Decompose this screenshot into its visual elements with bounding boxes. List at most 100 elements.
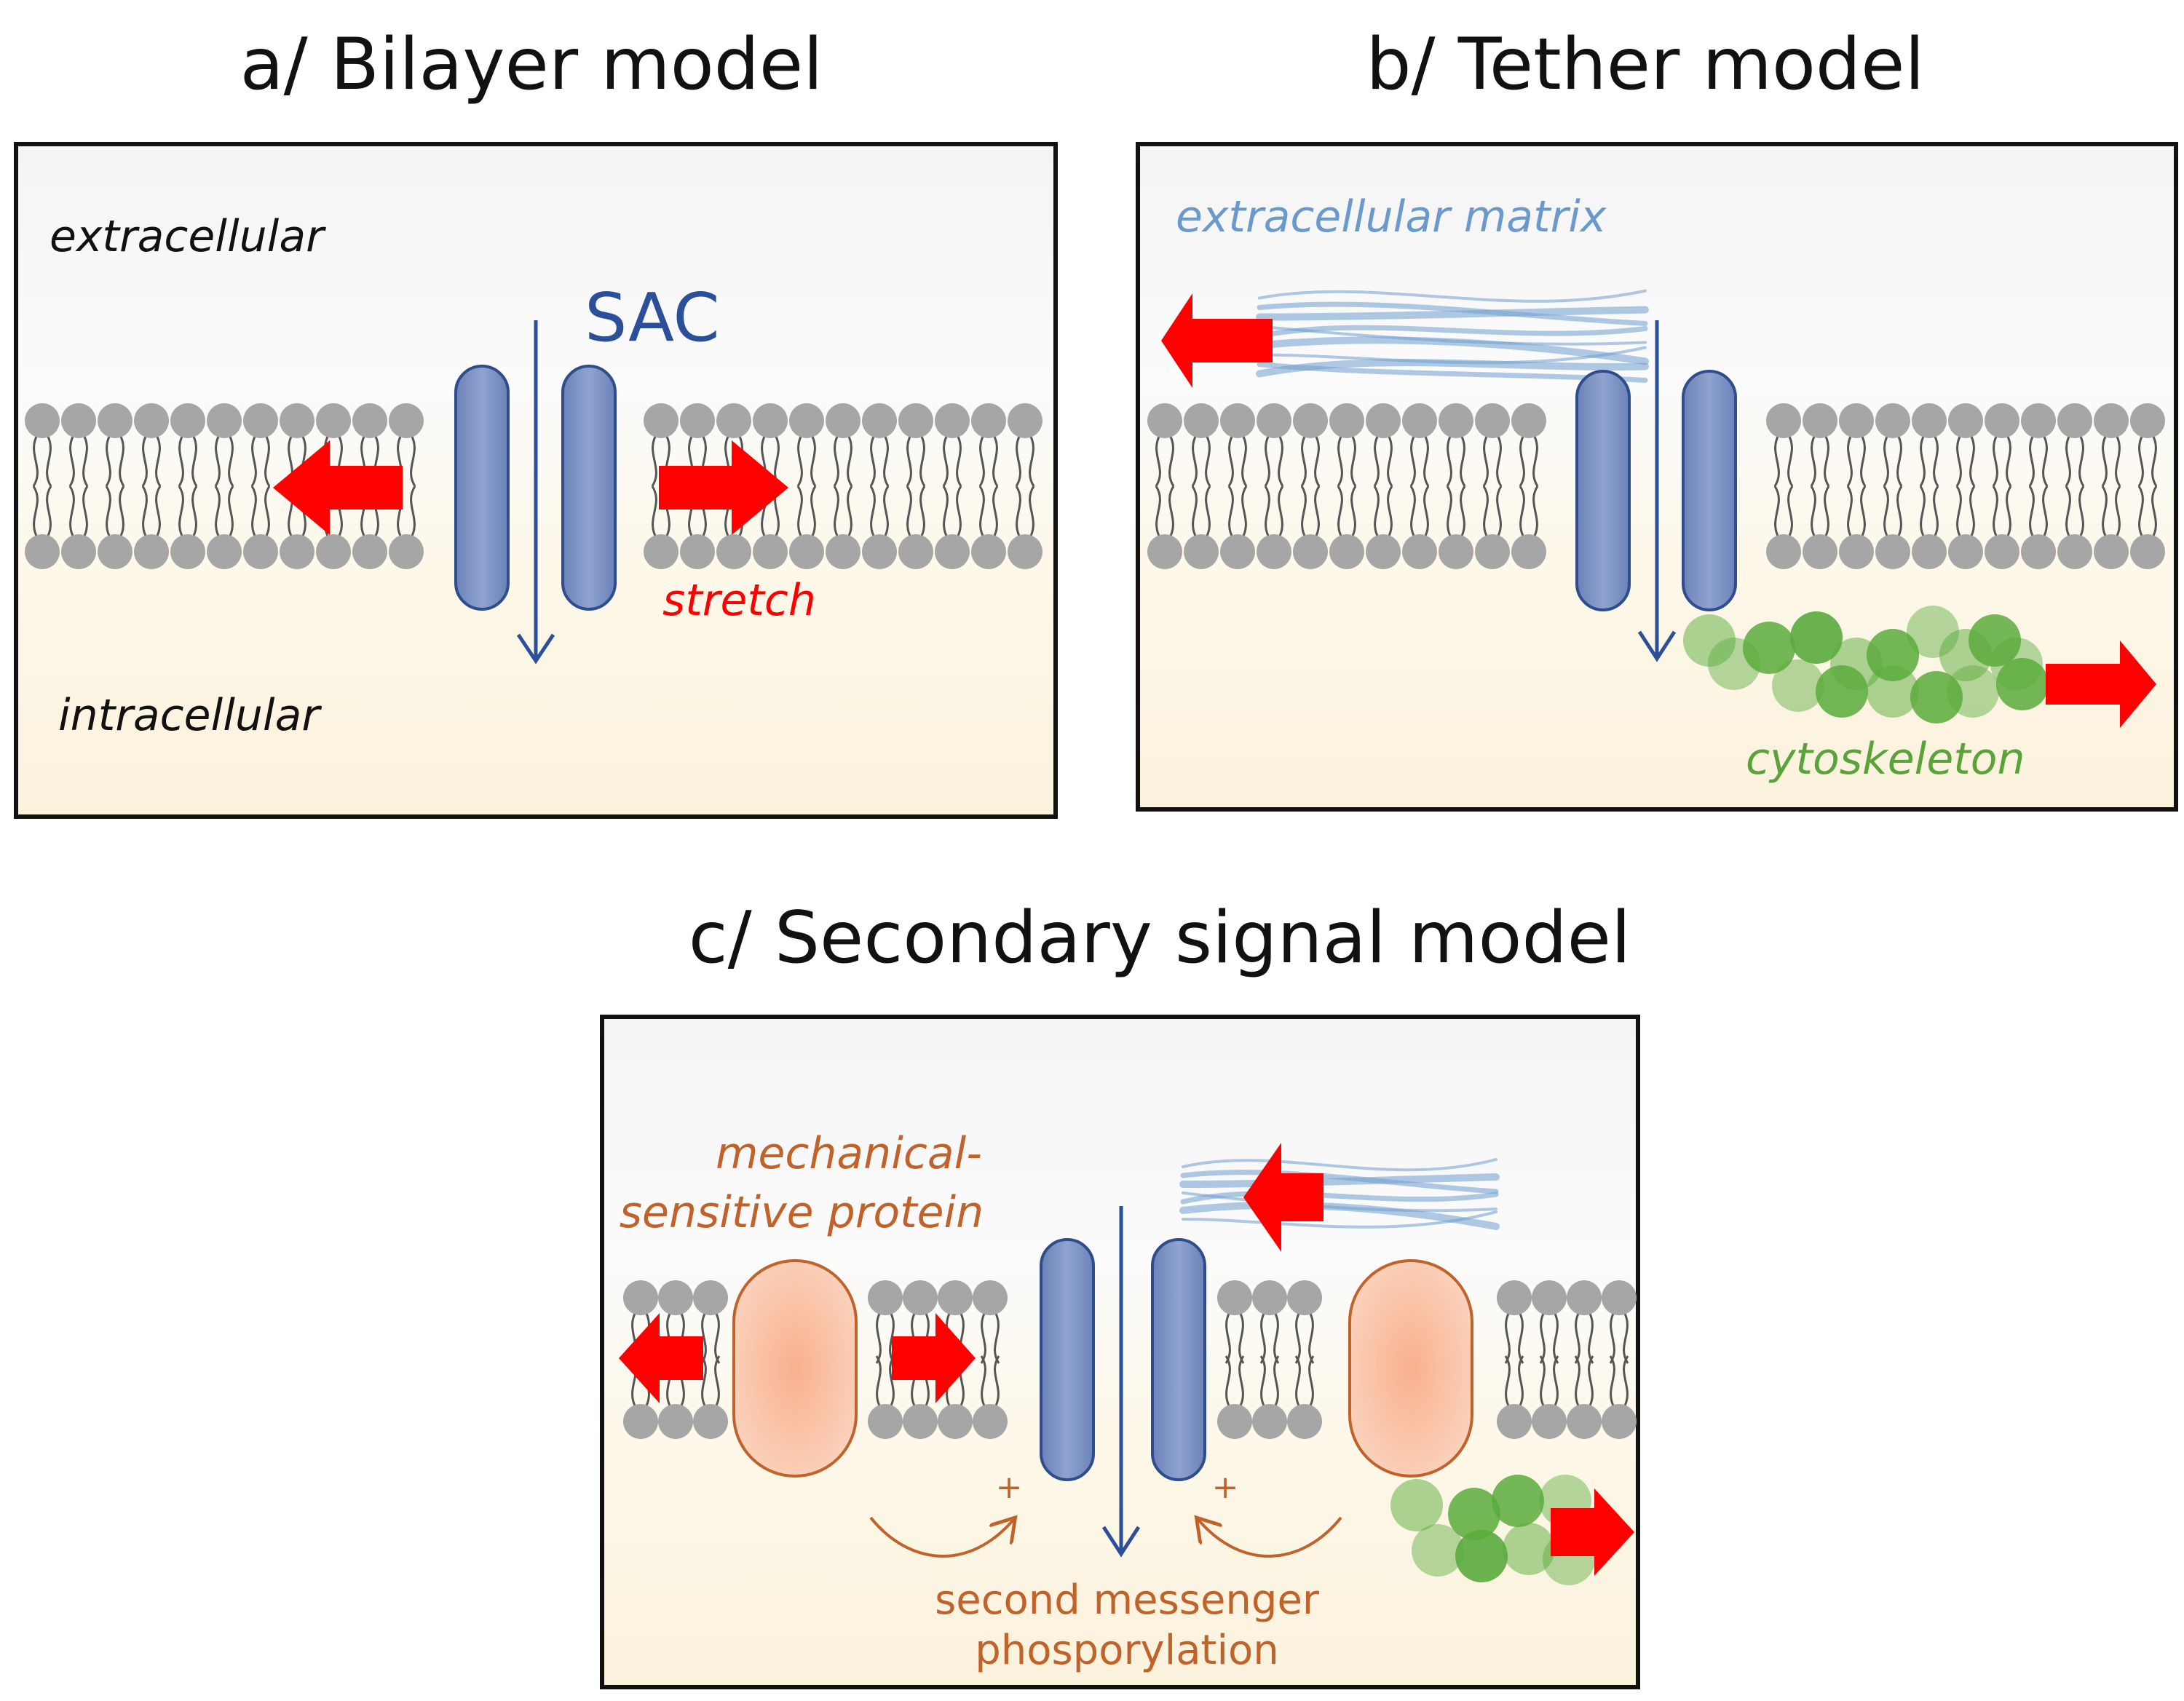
matrix-fibre: [1257, 325, 1648, 338]
lipid-head: [207, 403, 242, 438]
lipid-tail: [2005, 485, 2012, 539]
lipid-tail: [214, 485, 221, 539]
lipid-tail: [1539, 1310, 1546, 1364]
lipid-head: [1293, 403, 1328, 438]
lipid-head: [170, 534, 205, 569]
lipid-tail: [1350, 485, 1357, 539]
lipid-tail: [264, 433, 271, 487]
lipid-head: [862, 534, 897, 569]
intracellular-label: intracellular: [58, 690, 322, 741]
lipid-head: [1220, 403, 1255, 438]
lipid-tail: [651, 433, 658, 487]
lipid-tail: [1787, 485, 1794, 539]
lipid-head: [389, 534, 424, 569]
lipid-head: [1287, 1280, 1322, 1315]
panel-a-title: a/ Bilayer model: [240, 23, 823, 106]
sac-channel-left-c: [1040, 1238, 1095, 1481]
lipid-tail: [906, 485, 913, 539]
lipid-tail: [1859, 485, 1867, 539]
lipid-head: [316, 403, 351, 438]
lipid-head: [134, 403, 169, 438]
lipid-head: [316, 534, 351, 569]
lipid-tail: [1459, 485, 1466, 539]
lipid-tail: [942, 485, 949, 539]
lipid-tail: [1277, 433, 1284, 487]
lipid-tail: [141, 433, 149, 487]
lipid-tail: [796, 433, 804, 487]
extracellular-label: extracellular: [50, 211, 326, 262]
lipid-tail: [1337, 433, 1344, 487]
lipid-head: [1008, 534, 1042, 569]
lipid-head: [1217, 1404, 1252, 1439]
cytoskeleton-bead: [1683, 614, 1736, 667]
lipid-head: [1184, 403, 1219, 438]
lipid-head: [1217, 1280, 1252, 1315]
panel-b-title: b/ Tether model: [1366, 23, 1924, 106]
lipid-tail: [1532, 485, 1539, 539]
cytoskeleton-bead: [1996, 658, 2049, 710]
lipid-tail: [1191, 485, 1198, 539]
lipid-head: [753, 403, 788, 438]
lipid-tail: [250, 433, 258, 487]
lipid-tail: [1823, 433, 1830, 487]
lipid-tail: [2028, 485, 2035, 539]
lipid-head: [243, 534, 278, 569]
lipid-tail: [1264, 433, 1271, 487]
lipid-tail: [2041, 485, 2049, 539]
lipid-head: [971, 534, 1006, 569]
lipid-tail: [1373, 433, 1380, 487]
lipid-tail: [1300, 485, 1307, 539]
lipid-tail: [1810, 485, 1817, 539]
lipid-head: [2021, 534, 2056, 569]
lipid-head: [1511, 403, 1546, 438]
lipid-head: [1147, 403, 1182, 438]
lipid-tail: [1773, 433, 1781, 487]
lipid-tail: [1241, 433, 1248, 487]
lipid-head: [1803, 534, 1837, 569]
lipid-head: [2130, 403, 2165, 438]
sac-channel-right-b: [1682, 370, 1737, 611]
lipid-tail: [1386, 485, 1393, 539]
lipid-tail: [1773, 485, 1781, 539]
lipid-tail: [1015, 485, 1022, 539]
lipid-tail: [1277, 485, 1284, 539]
lipid-tail: [713, 1310, 721, 1364]
lipid-tail: [651, 485, 658, 539]
stretch-label: stretch: [662, 575, 816, 626]
cytoskeleton-bead: [1867, 629, 1919, 681]
lipid-head: [789, 534, 824, 569]
lipid-bilayer-c: [623, 1280, 1637, 1439]
lipid-head: [658, 1404, 693, 1439]
lipid-tail: [1307, 1310, 1315, 1364]
lipid-tail: [906, 433, 913, 487]
lipid-tail: [1574, 1355, 1581, 1409]
lipid-head: [935, 403, 970, 438]
lipid-tail: [1227, 485, 1235, 539]
matrix-fibre: [1258, 289, 1647, 303]
lipid-head: [1532, 1280, 1567, 1315]
lipid-tail: [875, 1310, 882, 1364]
ion-flow-arrow-b: [1637, 320, 1677, 662]
lipid-tail: [178, 485, 185, 539]
lipid-tail: [1337, 485, 1344, 539]
lipid-tail: [250, 485, 258, 539]
lipid-head: [2094, 403, 2129, 438]
lipid-head: [2130, 534, 2165, 569]
lipid-head: [868, 1280, 903, 1315]
lipid-head: [2057, 403, 2092, 438]
lipid-head: [98, 534, 132, 569]
lipid-tail: [1482, 433, 1489, 487]
lipid-head: [935, 534, 970, 569]
cytoskeleton-bead: [1455, 1530, 1508, 1582]
lipid-tail: [1896, 485, 1903, 539]
lipid-head: [971, 403, 1006, 438]
lipid-tail: [980, 1355, 987, 1409]
lipid-tail: [68, 485, 76, 539]
lipid-tail: [992, 433, 999, 487]
lipid-head: [644, 403, 678, 438]
lipid-head: [1839, 403, 1874, 438]
cytoskeleton-bead: [1867, 665, 1919, 718]
lipid-tail: [82, 433, 89, 487]
extracellular-matrix-fibres-c: [1179, 1158, 1500, 1230]
lipid-tail: [2151, 433, 2158, 487]
